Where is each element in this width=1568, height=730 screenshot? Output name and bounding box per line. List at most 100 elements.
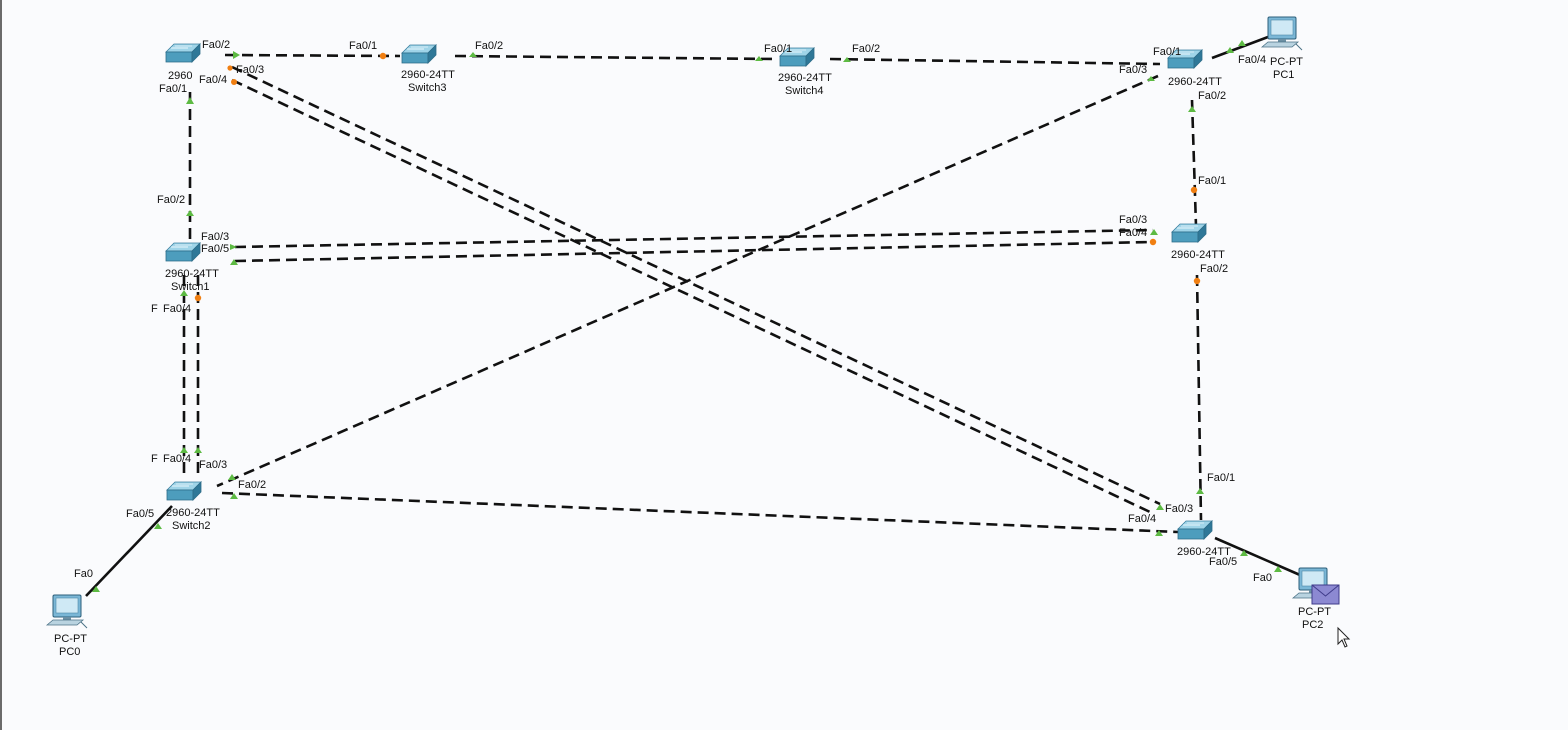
port-led-blocking	[1149, 238, 1157, 246]
port-label: Fa0/3	[236, 64, 264, 76]
switch3-model: 2960-24TT	[401, 69, 455, 81]
link-sw3-sw4[interactable]	[454, 54, 776, 61]
switch4-model: 2960-24TT	[778, 72, 832, 84]
port-led-up	[228, 474, 236, 480]
port-led-up	[186, 97, 194, 104]
pc0-name: PC0	[59, 646, 80, 658]
link-sw7-pc2[interactable]	[1214, 536, 1301, 577]
port-led-blocking	[1193, 277, 1201, 285]
port-label: Fa0/5	[1209, 556, 1237, 568]
port-label: Fa0/2	[852, 43, 880, 55]
pc1[interactable]: PC-PT PC1	[1261, 16, 1303, 81]
link-sw5-sw6[interactable]	[1190, 99, 1198, 227]
pc1-name: PC1	[1273, 69, 1294, 81]
switch-icon	[1171, 223, 1207, 243]
port-label: Fa0/4	[163, 303, 191, 315]
switch4[interactable]: 2960-24TT Switch4	[778, 47, 832, 97]
port-label: Fa0/3	[1119, 64, 1147, 76]
switch0[interactable]: 2960	[165, 43, 201, 82]
port-label: F	[151, 453, 158, 465]
switch1[interactable]: 2960-24TT Switch1	[165, 242, 219, 293]
switch7[interactable]: 2960-24TT	[1177, 520, 1231, 558]
port-label: Fa0/4	[1238, 54, 1266, 66]
port-led-up	[469, 52, 477, 57]
link-sw4-sw5[interactable]	[829, 57, 1161, 66]
port-label: Fa0/2	[238, 479, 266, 491]
switch-icon	[165, 242, 201, 262]
port-label: Fa0/1	[349, 40, 377, 52]
switch5[interactable]: 2960-24TT	[1167, 49, 1222, 88]
pc-icon	[46, 594, 88, 629]
switch2[interactable]: 2960-24TT Switch2	[166, 481, 220, 532]
switch-icon	[401, 44, 437, 64]
port-label: Fa0/3	[201, 231, 229, 243]
port-led-up	[1274, 566, 1282, 572]
port-label: Fa0/3	[1119, 214, 1147, 226]
port-label: Fa0/3	[199, 459, 227, 471]
link-sw6-sw7[interactable]	[1195, 274, 1203, 521]
window-edge	[0, 0, 2, 730]
port-label: Fa0/1	[764, 43, 792, 55]
pc2[interactable]: PC-PT PC2	[1292, 567, 1334, 631]
port-label: Fa0/5	[126, 508, 154, 520]
switch5-model: 2960-24TT	[1168, 76, 1222, 88]
port-led-blocking	[227, 65, 233, 71]
pc2-name: PC2	[1302, 619, 1323, 631]
link-sw0-sw3[interactable]	[224, 53, 401, 58]
port-led-up	[843, 57, 851, 62]
switch3-name: Switch3	[408, 82, 447, 94]
port-led-up	[1196, 488, 1204, 494]
port-led-up	[1226, 47, 1234, 53]
link-sw5-pc1[interactable]	[1211, 35, 1269, 60]
link-sw5-sw2[interactable]	[216, 74, 1159, 488]
port-led-up	[1150, 229, 1158, 235]
link-sw1-sw6-a[interactable]	[234, 228, 1154, 249]
port-label: Fa0/2	[1198, 90, 1226, 102]
port-led-up	[230, 259, 238, 265]
port-label: Fa0/5	[201, 243, 229, 255]
switch3[interactable]: 2960-24TT Switch3	[401, 44, 455, 94]
link-sw2-sw7[interactable]	[221, 491, 1179, 534]
switch4-name: Switch4	[785, 85, 824, 97]
link-sw0-sw7-b[interactable]	[231, 78, 1151, 514]
mouse-cursor-icon	[1337, 626, 1351, 648]
port-led-up	[92, 586, 100, 592]
switch-icon	[165, 43, 201, 63]
switch6[interactable]: 2960-24TT	[1171, 223, 1225, 261]
port-label: Fa0/1	[1153, 46, 1181, 58]
port-led-up	[1156, 504, 1164, 510]
switch-icon	[166, 481, 202, 501]
pc-icon	[1261, 16, 1303, 51]
link-sw1-sw6-b[interactable]	[234, 240, 1154, 263]
pc1-model: PC-PT	[1270, 56, 1303, 68]
port-led-up	[233, 51, 240, 59]
switch1-model: 2960-24TT	[165, 268, 219, 280]
port-led-up	[180, 447, 188, 453]
port-label: Fa0/4	[1119, 227, 1147, 239]
port-led-up	[186, 210, 194, 216]
switch2-model: 2960-24TT	[166, 507, 220, 519]
switch6-model: 2960-24TT	[1171, 249, 1225, 261]
port-led-up	[1155, 530, 1163, 536]
envelope-icon[interactable]	[1311, 584, 1340, 605]
port-label: Fa0/4	[199, 74, 227, 86]
port-label: Fa0	[74, 568, 93, 580]
link-sw2-pc0[interactable]	[85, 505, 173, 597]
port-led-up	[230, 244, 237, 250]
port-label: Fa0/1	[1207, 472, 1235, 484]
port-label: Fa0/4	[1128, 513, 1156, 525]
link-sw0-sw7-a[interactable]	[231, 65, 1161, 506]
pc0[interactable]: PC-PT PC0	[46, 594, 88, 658]
switch2-name: Switch2	[172, 520, 211, 532]
port-led-up	[194, 447, 202, 453]
port-label: Fa0/1	[159, 83, 187, 95]
port-led-up	[755, 56, 763, 61]
port-label: Fa0	[1253, 572, 1272, 584]
port-label: Fa0/2	[202, 39, 230, 51]
switch0-model: 2960	[168, 70, 192, 82]
port-label: Fa0/3	[1165, 503, 1193, 515]
port-label: F	[151, 303, 158, 315]
port-led-up	[1188, 106, 1196, 112]
